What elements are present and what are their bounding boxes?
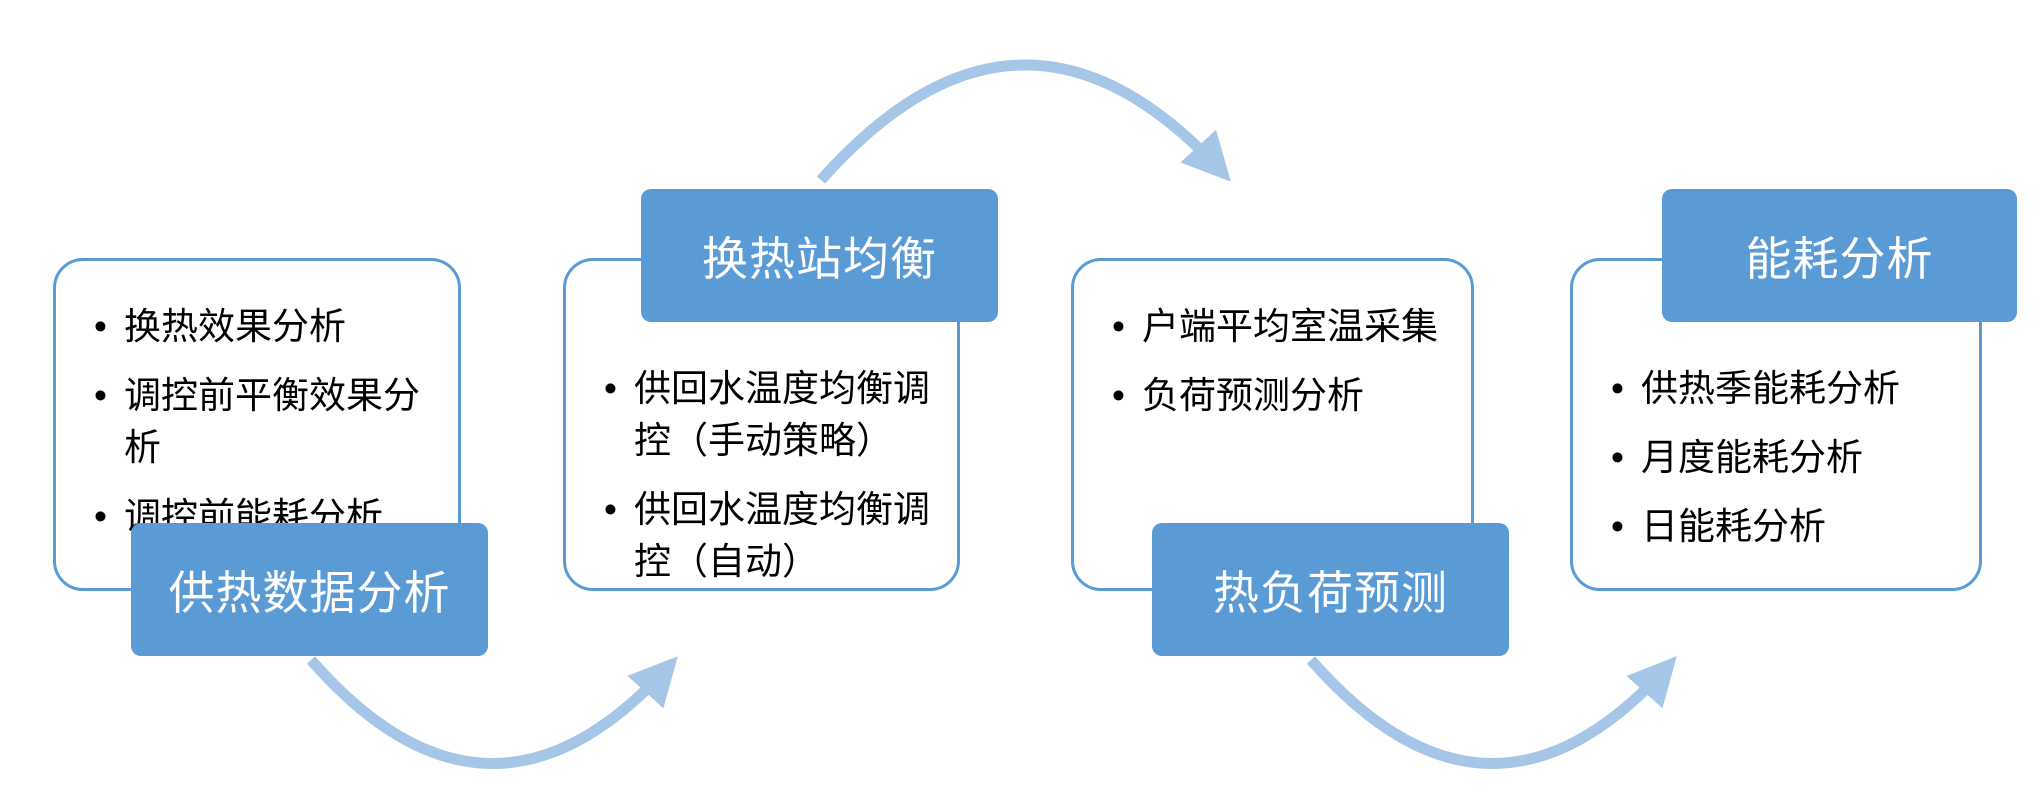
bullet-item: 负荷预测分析 xyxy=(1108,370,1447,422)
bullet-item: 日能耗分析 xyxy=(1607,501,1955,553)
bullet-item: 调控前平衡效果分析 xyxy=(90,370,434,474)
arrow-stage1-to-stage2-icon xyxy=(306,656,678,769)
stage-title-load-forecast: 热负荷预测 xyxy=(1152,523,1509,656)
bullet-item: 供回水温度均衡调控（手动策略） xyxy=(600,363,933,467)
bullet-list: 换热效果分析 调控前平衡效果分析 调控前能耗分析 xyxy=(56,261,458,543)
stage-title-heating-data-analysis: 供热数据分析 xyxy=(131,523,488,656)
bullet-item: 供回水温度均衡调控（自动） xyxy=(600,484,933,588)
bullet-list: 供热季能耗分析 月度能耗分析 日能耗分析 xyxy=(1573,261,1979,553)
bullet-item: 换热效果分析 xyxy=(90,301,434,353)
bullet-list: 户端平均室温采集 负荷预测分析 xyxy=(1074,261,1471,422)
stage-title-energy-analysis: 能耗分析 xyxy=(1662,189,2017,322)
bullet-list: 供回水温度均衡调控（手动策略） 供回水温度均衡调控（自动） xyxy=(566,261,957,588)
arrow-stage2-to-stage3-icon xyxy=(816,59,1231,184)
bullet-item: 月度能耗分析 xyxy=(1607,432,1955,484)
bullet-item: 户端平均室温采集 xyxy=(1108,301,1447,353)
stage-title-station-balance: 换热站均衡 xyxy=(641,189,998,322)
stage-details-heating-data-analysis: 换热效果分析 调控前平衡效果分析 调控前能耗分析 xyxy=(53,258,461,591)
arrow-stage3-to-stage4-icon xyxy=(1306,656,1677,769)
bullet-item: 供热季能耗分析 xyxy=(1607,363,1955,415)
